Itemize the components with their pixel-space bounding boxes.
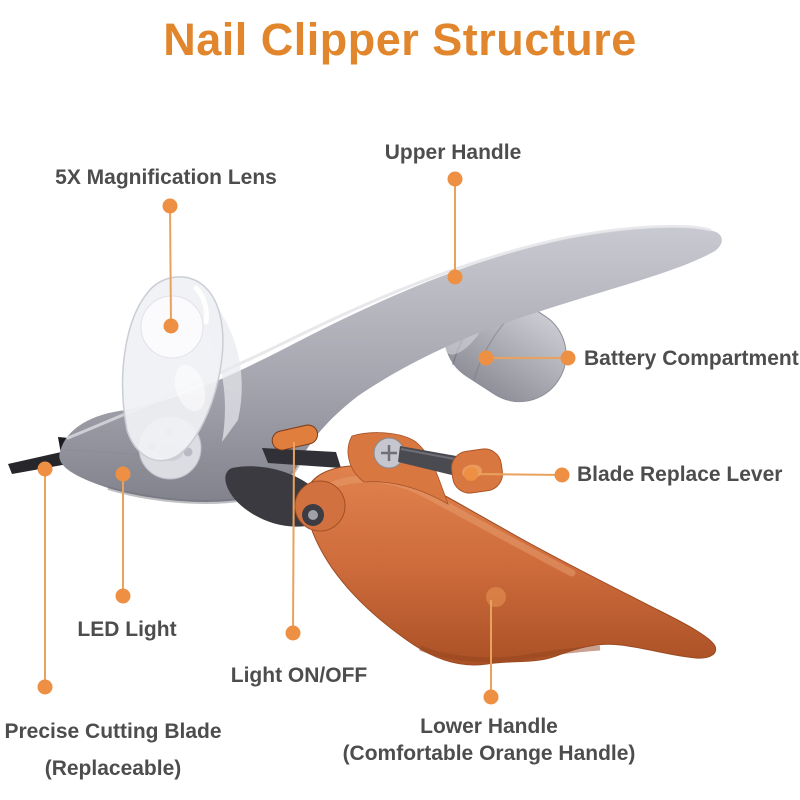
label-precise-cutting-blade-line2: (Replaceable): [44, 757, 182, 780]
leader-led-light: [115, 466, 131, 604]
lower-handle-part: [305, 465, 717, 666]
label-lower-handle-line1: Lower Handle: [420, 715, 558, 738]
magnification-lens-part: [121, 276, 242, 480]
leader-precise-cutting-blade: [37, 461, 53, 695]
page-title: Nail Clipper Structure: [163, 14, 637, 65]
label-lower-handle: Lower Handle (Comfortable Orange Handle): [343, 713, 636, 767]
leader-upper-handle: [447, 171, 463, 285]
leader-magnification-lens: [162, 198, 179, 334]
light-on-off-button-part: [271, 424, 319, 451]
label-precise-cutting-blade-line1: Precise Cutting Blade: [4, 720, 222, 743]
label-magnification-lens: 5X Magnification Lens: [55, 166, 277, 189]
label-upper-handle: Upper Handle: [384, 141, 522, 164]
label-precise-cutting-blade: Precise Cutting Blade (Replaceable): [4, 713, 221, 787]
label-led-light: LED Light: [77, 618, 177, 641]
leader-blade-replace-lever: [464, 467, 570, 483]
label-battery-compartment: Battery Compartment: [584, 347, 799, 370]
leader-battery-compartment: [478, 350, 576, 366]
label-light-on-off: Light ON/OFF: [230, 664, 368, 687]
label-blade-replace-lever: Blade Replace Lever: [577, 463, 783, 486]
leader-light-on-off: [285, 441, 301, 641]
leader-lower-handle: [483, 600, 499, 705]
label-lower-handle-line2: (Comfortable Orange Handle): [342, 742, 636, 765]
